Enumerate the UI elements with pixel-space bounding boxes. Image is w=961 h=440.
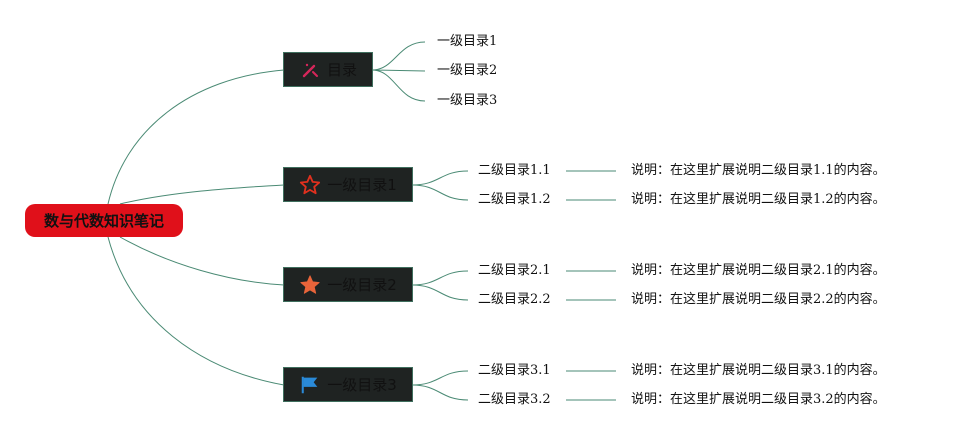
connector-root-branch-1 — [119, 184, 285, 205]
pencil-icon — [299, 59, 321, 81]
subtopic-1-2[interactable]: 二级目录1.2 — [478, 192, 551, 207]
note-1-1[interactable]: 说明：在这里扩展说明二级目录1.1的内容。 — [631, 163, 886, 178]
subtopic-toc-1[interactable]: 一级目录1 — [437, 34, 498, 49]
root-topic-label: 数与代数知识笔记 — [43, 212, 164, 230]
subtopic-2-2[interactable]: 二级目录2.2 — [478, 292, 551, 307]
star-outline-icon — [299, 174, 321, 196]
connector-0-1 — [371, 69, 426, 72]
branch-topic-1[interactable]: 一级目录1 — [283, 167, 413, 202]
note-2-1[interactable]: 说明：在这里扩展说明二级目录2.1的内容。 — [631, 263, 886, 278]
connector-3-0 — [411, 370, 469, 386]
subtopic-toc-2[interactable]: 一级目录2 — [437, 63, 498, 78]
connector-0-0 — [371, 41, 426, 71]
connector-3-1 — [411, 384, 469, 401]
connector-2-0 — [411, 270, 469, 286]
subtopic-3-1[interactable]: 二级目录3.1 — [478, 363, 551, 378]
connector-1-1 — [411, 184, 469, 201]
branch-topic-3[interactable]: 一级目录3 — [283, 367, 413, 402]
connector-0-2 — [371, 69, 426, 102]
connector-root-branch-2 — [119, 236, 285, 286]
subtopic-toc-3[interactable]: 一级目录3 — [437, 93, 498, 108]
branch-topic-label: 一级目录3 — [327, 376, 397, 394]
connector-root-branch-3 — [107, 236, 285, 386]
branch-topic-toc[interactable]: 目录 — [283, 52, 373, 87]
flag-icon — [299, 374, 321, 396]
branch-topic-2[interactable]: 一级目录2 — [283, 267, 413, 302]
note-3-2[interactable]: 说明：在这里扩展说明二级目录3.2的内容。 — [631, 392, 886, 407]
connector-2-1 — [411, 284, 469, 301]
connector-1-0 — [411, 170, 469, 186]
connector-root-branch-0 — [107, 69, 285, 205]
branch-topic-label: 一级目录2 — [327, 276, 397, 294]
branch-topic-label: 目录 — [326, 61, 357, 79]
note-2-2[interactable]: 说明：在这里扩展说明二级目录2.2的内容。 — [631, 292, 886, 307]
root-topic[interactable]: 数与代数知识笔记 — [25, 204, 183, 237]
star-filled-icon — [299, 274, 321, 296]
note-1-2[interactable]: 说明：在这里扩展说明二级目录1.2的内容。 — [631, 192, 886, 207]
subtopic-1-1[interactable]: 二级目录1.1 — [478, 163, 551, 178]
subtopic-3-2[interactable]: 二级目录3.2 — [478, 392, 551, 407]
branch-topic-label: 一级目录1 — [327, 176, 397, 194]
note-3-1[interactable]: 说明：在这里扩展说明二级目录3.1的内容。 — [631, 363, 886, 378]
subtopic-2-1[interactable]: 二级目录2.1 — [478, 263, 551, 278]
